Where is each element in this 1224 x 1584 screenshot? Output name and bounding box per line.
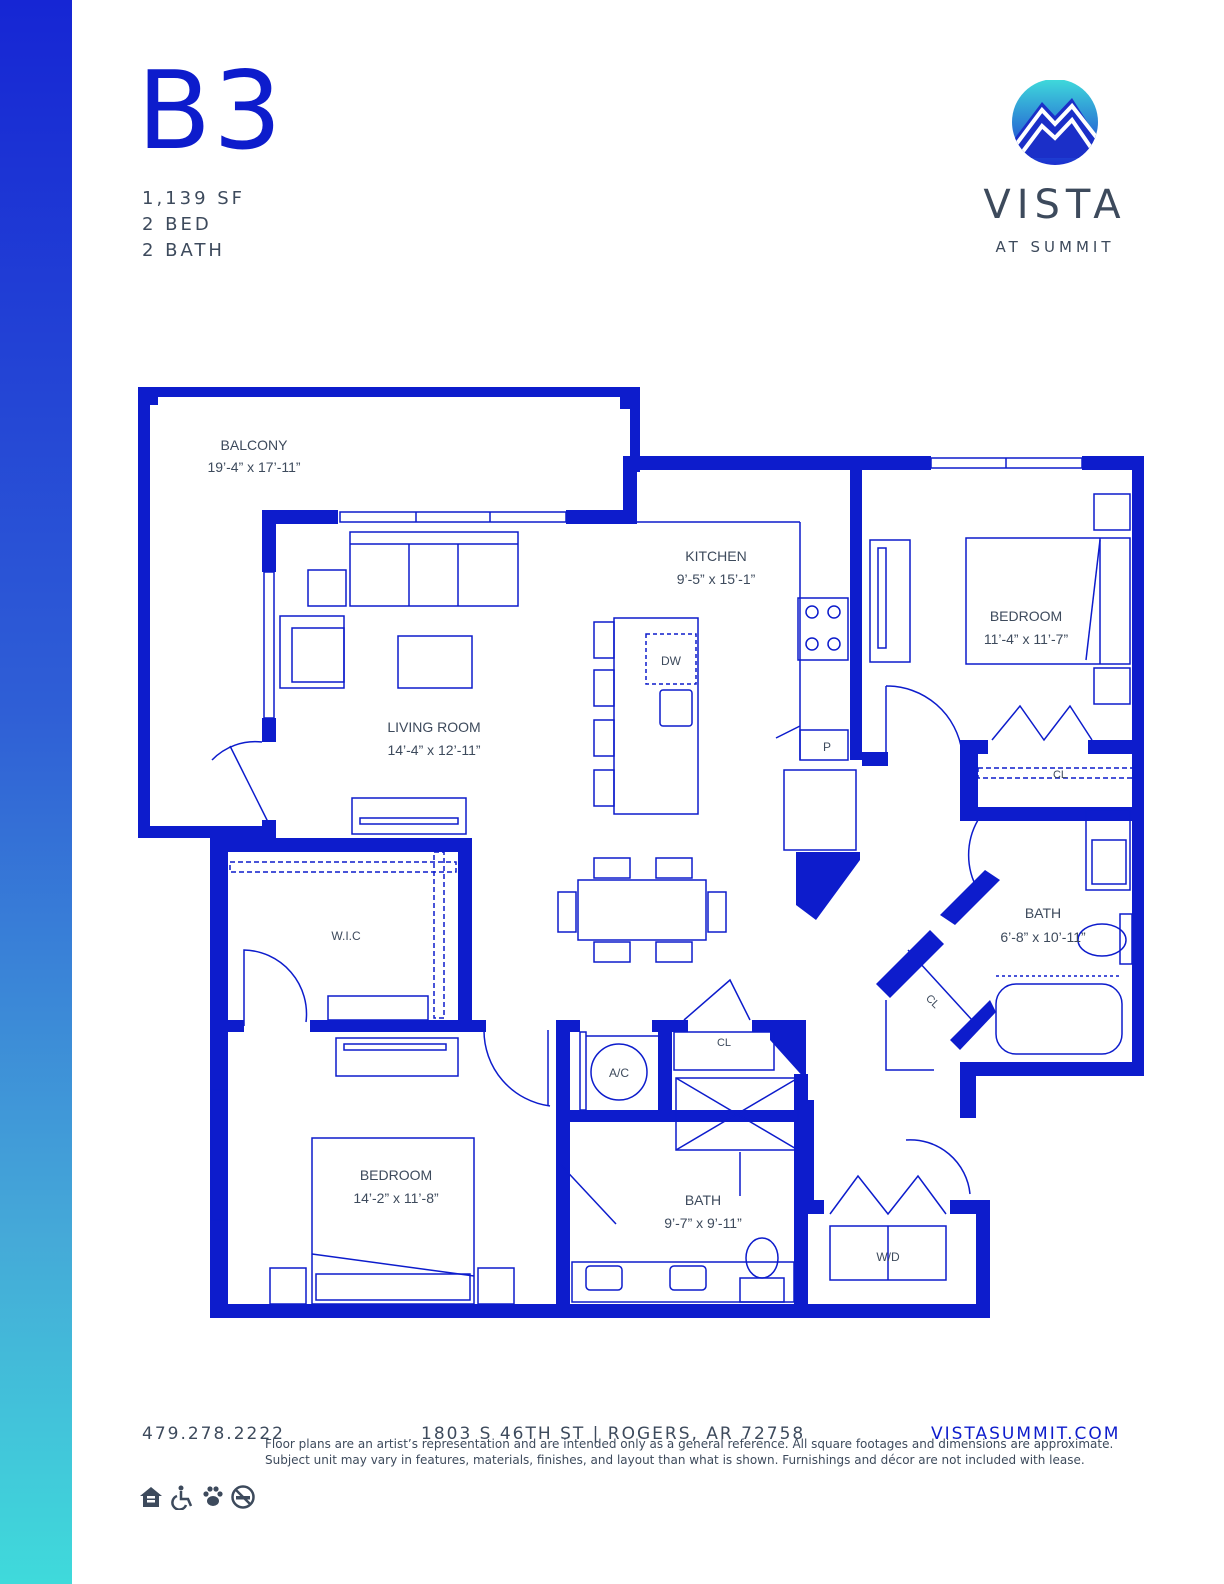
bedroom1-size: 11’-4” x 11’-7” xyxy=(984,631,1069,647)
living-name: LIVING ROOM xyxy=(387,719,480,735)
plan-walls xyxy=(138,387,1144,1318)
unit-code: B3 xyxy=(137,49,284,174)
unit-baths: 2 BATH xyxy=(142,240,225,261)
closet-label: CL xyxy=(923,992,941,1010)
living-size: 14’-4” x 12’-11” xyxy=(387,742,480,758)
closet-label: CL xyxy=(717,1037,731,1049)
wic-label: W.I.C xyxy=(331,929,361,943)
pet-friendly-icon xyxy=(203,1486,223,1506)
bedroom1-name: BEDROOM xyxy=(990,608,1062,624)
bath1-size: 6’-8” x 10’-11” xyxy=(1000,929,1086,945)
mountain-logo-icon xyxy=(1012,80,1098,165)
disclaimer-text: Floor plans are an artist’s representati… xyxy=(265,1437,1114,1467)
gradient-sidebar xyxy=(0,0,72,1584)
unit-beds: 2 BED xyxy=(142,214,212,235)
policy-icons xyxy=(138,1484,256,1512)
pantry-label: P xyxy=(823,740,831,754)
brand-tagline: AT SUMMIT xyxy=(995,238,1115,256)
unit-area: 1,139 SF xyxy=(142,188,246,209)
footer-website[interactable]: VISTASUMMIT.COM xyxy=(931,1424,1121,1444)
balcony-name: BALCONY xyxy=(221,437,289,453)
brand-name: VISTA xyxy=(983,182,1127,228)
bedroom2-size: 14’-2” x 11’-8” xyxy=(353,1190,439,1206)
footer-phone[interactable]: 479.278.2222 xyxy=(142,1424,285,1444)
bedroom2-name: BEDROOM xyxy=(360,1167,432,1183)
kitchen-name: KITCHEN xyxy=(685,548,746,564)
plan-fixtures xyxy=(211,457,1135,1305)
bath2-name: BATH xyxy=(685,1192,721,1208)
bath1-name: BATH xyxy=(1025,905,1061,921)
unit-stats: 1,139 SF 2 BED 2 BATH xyxy=(142,186,245,264)
no-smoking-icon xyxy=(231,1485,255,1509)
kitchen-size: 9’-5” x 15’-1” xyxy=(677,571,756,587)
accessibility-icon xyxy=(171,1485,193,1510)
floor-plan: BALCONY 19’-4” x 17’-11” KITCHEN 9’-5” x… xyxy=(138,387,1144,1318)
footer-address: 1803 S 46TH ST | ROGERS, AR 72758 xyxy=(421,1424,806,1444)
equal-housing-icon xyxy=(140,1487,162,1507)
ac-label: A/C xyxy=(609,1066,629,1080)
dw-label: DW xyxy=(661,654,682,668)
wd-label: W/D xyxy=(876,1250,900,1264)
balcony-size: 19’-4” x 17’-11” xyxy=(207,459,300,475)
closet-label: CL xyxy=(1053,769,1067,781)
brand-logo[interactable]: VISTA AT SUMMIT xyxy=(960,80,1150,260)
bath2-size: 9’-7” x 9’-11” xyxy=(664,1215,742,1231)
